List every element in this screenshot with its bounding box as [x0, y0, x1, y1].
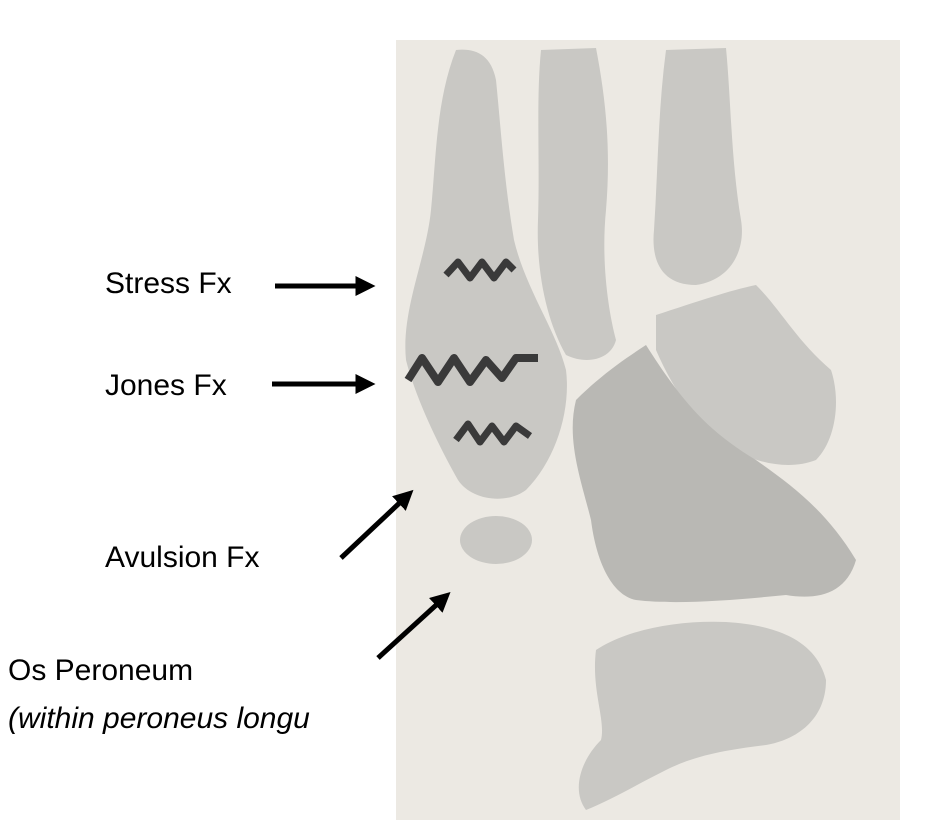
proximal-fracture-line — [453, 420, 533, 446]
jones-fracture-line — [404, 354, 538, 386]
stress-fracture-label: Stress Fx — [105, 267, 232, 300]
stress-fracture-line — [443, 258, 517, 282]
jones-fracture-label: Jones Fx — [105, 369, 227, 402]
os-peroneum-bone — [460, 516, 532, 564]
cuboid — [572, 345, 856, 603]
os-peroneum-arrow — [376, 591, 451, 660]
bones-svg — [404, 48, 856, 810]
os-peroneum-sublabel: (within peroneus longu — [8, 702, 310, 735]
fourth-metatarsal — [537, 48, 616, 360]
third-metatarsal — [653, 48, 742, 285]
foot-bones-illustration — [396, 40, 900, 820]
fifth-metatarsal — [405, 49, 567, 499]
os-peroneum-label: Os Peroneum — [8, 654, 194, 687]
avulsion-arrow — [339, 489, 414, 560]
avulsion-fracture-label: Avulsion Fx — [105, 541, 260, 574]
calcaneus — [578, 621, 826, 810]
